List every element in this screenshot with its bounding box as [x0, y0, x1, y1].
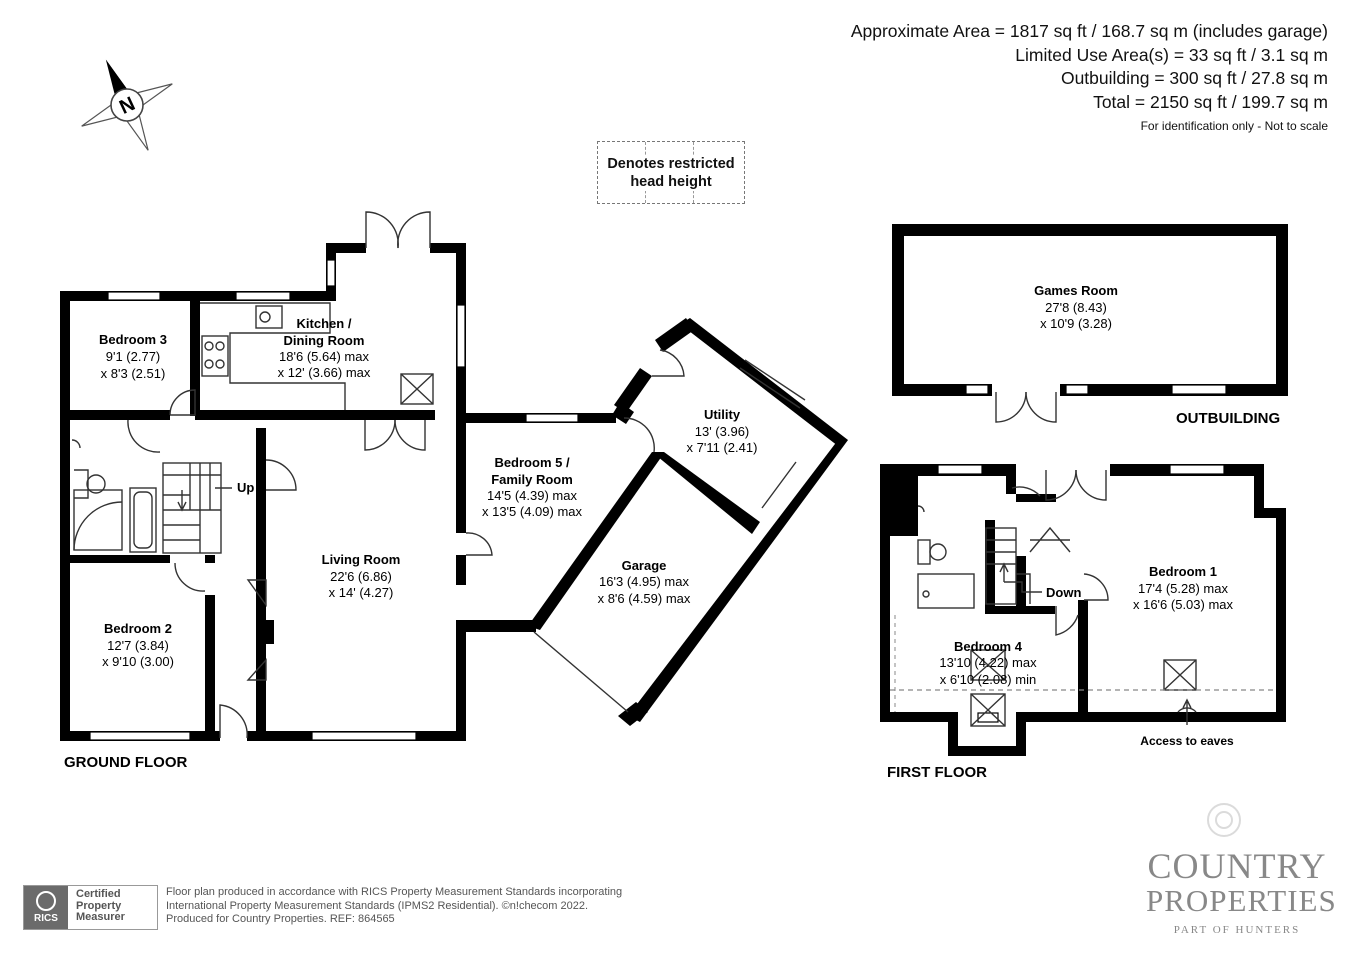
- bedroom1-dim1: 17'4 (5.28) max: [1138, 581, 1228, 596]
- area-summary: Approximate Area = 1817 sq ft / 168.7 sq…: [851, 20, 1328, 134]
- badge-line2: Property: [76, 899, 122, 912]
- bedroom2-name: Bedroom 2: [104, 621, 172, 636]
- garage-name: Garage: [622, 558, 667, 573]
- rics-logo-icon: RICS: [24, 886, 68, 929]
- legend-line1: Denotes restricted: [607, 155, 735, 173]
- bedroom3-name: Bedroom 3: [99, 332, 167, 347]
- rics-logo-text: RICS: [34, 913, 58, 924]
- ground-floor-stairs: Up: [162, 462, 254, 554]
- brand-line2: PROPERTIES: [1146, 883, 1337, 918]
- bathroom-fittings: [71, 439, 157, 553]
- badge-text: Certified Property Measurer: [76, 888, 125, 924]
- ground-floor-label: GROUND FLOOR: [64, 754, 187, 771]
- first-floor-walls: [880, 464, 1286, 756]
- brand-line3: PART OF HUNTERS: [1173, 924, 1301, 936]
- bedroom4-dim1: 13'10 (4.22) max: [939, 655, 1037, 670]
- bedroom4-dim2: x 6'10 (2.08) min: [940, 672, 1036, 687]
- kitchen-dim2: x 12' (3.66) max: [278, 365, 371, 380]
- garage-dim1: 16'3 (4.95) max: [599, 574, 689, 589]
- room-labels: Bedroom 3 9'1 (2.77) x 8'3 (2.51) Kitche…: [64, 283, 1280, 781]
- scale-note: For identification only - Not to scale: [1140, 119, 1328, 134]
- bedroom2-dim2: x 9'10 (3.00): [102, 654, 174, 669]
- utility-name: Utility: [704, 407, 741, 422]
- outbuilding-walls: [892, 224, 1288, 423]
- eaves-access-label: Access to eaves: [1140, 734, 1234, 748]
- footer-line1: Floor plan produced in accordance with R…: [166, 886, 623, 898]
- footer-credits: Floor plan produced in accordance with R…: [166, 886, 622, 927]
- footer-line2: International Property Measurement Stand…: [166, 899, 589, 912]
- stairs-down-label: Down: [1046, 585, 1081, 600]
- kitchen-name: Kitchen /: [297, 316, 352, 331]
- games-name: Games Room: [1034, 283, 1118, 298]
- badge-line3: Measurer: [76, 911, 125, 923]
- kitchen-dim1: 18'6 (5.64) max: [279, 349, 369, 364]
- ground-floor-doors: [127, 211, 493, 739]
- bedroom5-dim1: 14'5 (4.39) max: [487, 488, 577, 503]
- restricted-height-legend: Denotes restricted head height: [597, 141, 745, 204]
- outbuilding-label: OUTBUILDING: [1176, 410, 1280, 427]
- bedroom5-dim2: x 13'5 (4.09) max: [482, 504, 583, 519]
- bedroom5-name2: Family Room: [491, 472, 573, 487]
- games-dim1: 27'8 (8.43): [1045, 300, 1107, 315]
- bedroom3-dim1: 9'1 (2.77): [106, 349, 161, 364]
- brand-line1: COUNTRY: [1147, 846, 1327, 886]
- limited-use-area: Limited Use Area(s) = 33 sq ft / 3.1 sq …: [1015, 44, 1328, 65]
- utility-dim2: x 7'11 (2.41): [687, 440, 758, 455]
- living-dim1: 22'6 (6.86): [330, 569, 392, 584]
- brand-logo: COUNTRY PROPERTIES PART OF HUNTERS: [1146, 803, 1337, 936]
- utility-garage-walls: [528, 318, 848, 726]
- stairs-up-label: Up: [237, 480, 254, 495]
- rics-badge: RICS Certified Property Measurer: [23, 885, 158, 930]
- games-dim2: x 10'9 (3.28): [1040, 316, 1112, 331]
- compass-icon: N: [81, 59, 173, 151]
- bedroom1-name: Bedroom 1: [1149, 564, 1217, 579]
- brand-emblem-icon: [1207, 803, 1241, 837]
- outbuilding-area: Outbuilding = 300 sq ft / 27.8 sq m: [1060, 68, 1328, 89]
- ground-floor-windows: [89, 259, 579, 741]
- bedroom4-name: Bedroom 4: [954, 639, 1023, 654]
- first-floor-label: FIRST FLOOR: [887, 764, 987, 781]
- living-name: Living Room: [322, 552, 401, 567]
- bedroom2-dim1: 12'7 (3.84): [107, 638, 169, 653]
- total-area: Total = 2150 sq ft / 199.7 sq m: [1093, 91, 1328, 112]
- utility-dim1: 13' (3.96): [695, 424, 750, 439]
- bedroom5-name: Bedroom 5 /: [494, 455, 570, 470]
- approx-area: Approximate Area = 1817 sq ft / 168.7 sq…: [850, 21, 1328, 41]
- first-floor-fittings: Down: [890, 505, 1276, 727]
- bedroom3-dim2: x 8'3 (2.51): [101, 366, 166, 381]
- footer-line3: Produced for Country Properties. REF: 86…: [166, 913, 395, 925]
- legend-line2: head height: [630, 173, 712, 191]
- garage-dim2: x 8'6 (4.59) max: [598, 591, 691, 606]
- kitchen-fittings: [200, 302, 434, 410]
- kitchen-name2: Dining Room: [284, 333, 365, 348]
- badge-line1: Certified: [76, 888, 121, 900]
- bedroom1-dim2: x 16'6 (5.03) max: [1133, 597, 1234, 612]
- living-dim2: x 14' (4.27): [329, 585, 394, 600]
